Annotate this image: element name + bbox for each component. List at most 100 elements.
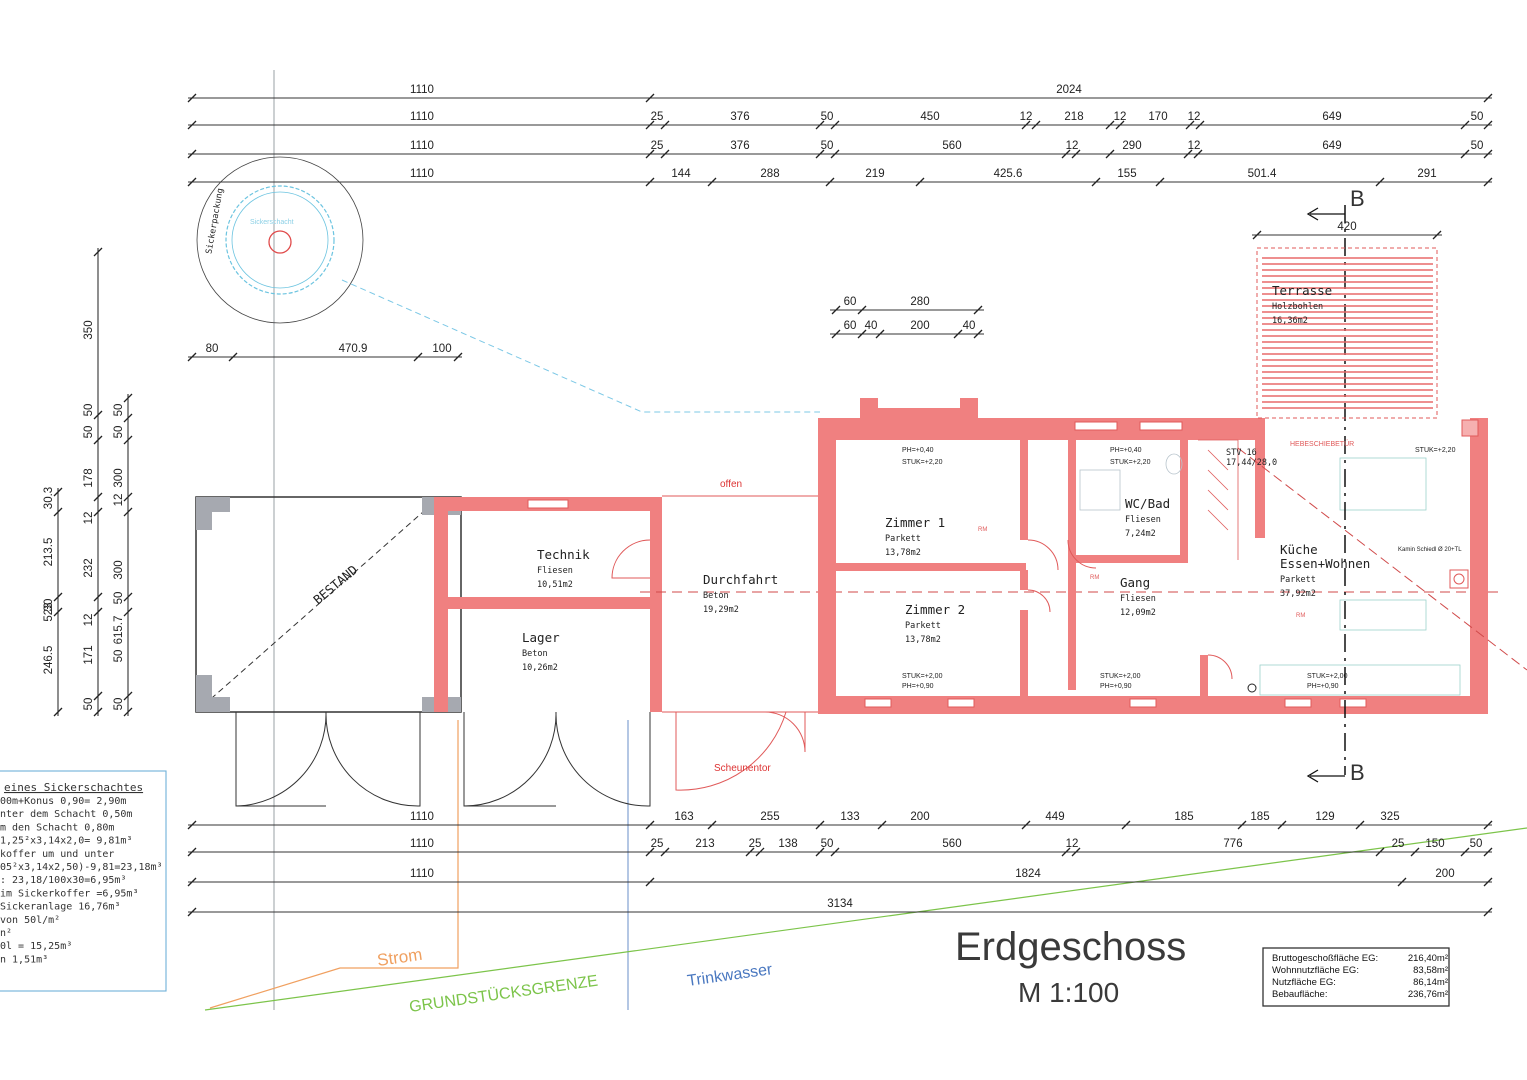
door-swing [1027, 539, 1059, 571]
dimension-tick [1071, 149, 1081, 159]
dimension-tick [857, 305, 867, 315]
room-lager-floor: Beton [522, 649, 548, 659]
summary-value: 236,76m² [1408, 989, 1448, 1000]
window [527, 499, 569, 509]
ph-label: PH=+0,90 [902, 683, 934, 690]
dimension-label: 200 [1435, 868, 1454, 880]
room-lager-name: Lager [522, 630, 560, 645]
dimension-label: 1110 [410, 838, 434, 850]
seepage-calc-line: Sickeranlage 16,76m³ [0, 902, 120, 913]
dimension-label: 155 [1117, 168, 1136, 180]
seepage-outer-circle [196, 156, 364, 324]
summary-label: Bebaufläche: [1272, 989, 1327, 1000]
dimension-label: 150 [1425, 838, 1444, 850]
dimension-tick [1277, 820, 1287, 830]
dimension-tick [1071, 847, 1081, 857]
room-zimmer2-floor: Parkett [905, 621, 941, 631]
dimension-label: 50 [821, 111, 834, 123]
dimension-tick [1483, 177, 1493, 187]
dimension-tick [187, 120, 197, 130]
wall [1200, 655, 1208, 696]
area-summary: Bruttogeschoßfläche EG:216,40m²Wohnnutzf… [1272, 953, 1448, 1000]
dimension-label: 12 [83, 512, 95, 525]
dimension-tick [1195, 120, 1205, 130]
dimension-tick [53, 607, 63, 617]
dimension-label: 1110 [410, 84, 434, 96]
dimension-tick [645, 820, 655, 830]
room-wcbad-floor: Fliesen [1125, 515, 1161, 525]
scheunentor-label: Scheunentor [714, 763, 771, 774]
dimension-tick [93, 691, 103, 701]
dimension-label: 60 [844, 320, 857, 332]
dimension-label: 60 [844, 296, 857, 308]
dimension-tick [645, 847, 655, 857]
dimension-tick [93, 435, 103, 445]
dimension-label: 376 [730, 140, 749, 152]
seepage-calc-title: eines Sickerschachtes [4, 781, 143, 794]
room-gang-floor: Fliesen [1120, 594, 1156, 604]
dimension-label: 185 [1174, 811, 1193, 823]
dimension-label: 50 [1470, 838, 1483, 850]
dimension-label: 50 [113, 650, 125, 663]
seepage-inner-circle [231, 191, 329, 289]
dimension-label: 170 [1148, 111, 1167, 123]
window [1139, 421, 1183, 431]
dimension-label: 133 [840, 811, 859, 823]
strom-label: Strom [376, 945, 424, 970]
wall [1020, 610, 1028, 696]
dimension-label: 50 [821, 838, 834, 850]
dimension-tick [1021, 820, 1031, 830]
dimension-tick [1193, 149, 1203, 159]
bestand-corner [196, 675, 230, 712]
property-boundary-line [204, 827, 1527, 1011]
seepage-calc-line: von 50l/m² [0, 915, 60, 926]
summary-value: 86,14m² [1413, 977, 1448, 988]
stairs [1198, 439, 1239, 560]
room-zimmer1-area: 13,78m2 [885, 548, 921, 558]
shaft-circle [268, 230, 292, 254]
dimension-tick [875, 329, 885, 339]
seepage-calc-line: m den Schacht 0,80m [0, 822, 114, 833]
dimension-label: 560 [942, 140, 961, 152]
window [1129, 698, 1157, 708]
toilet [1165, 453, 1183, 475]
dimension-tick [123, 607, 133, 617]
dimension-label: 300 [113, 468, 125, 487]
dimension-tick [1155, 177, 1165, 187]
dimension-label: 425.6 [994, 168, 1023, 180]
drain-pipe-line [341, 279, 820, 413]
dimension-tick [1375, 177, 1385, 187]
dimension-label: 171 [83, 645, 95, 664]
summary-label: Nutzfläche EG: [1272, 977, 1336, 988]
dimension-tick [645, 149, 655, 159]
drawing-title: Erdgeschoss [955, 925, 1186, 969]
sickerpackung-label: Sickerpackung [204, 188, 225, 255]
seepage-calc-box [0, 770, 167, 992]
wall [650, 497, 662, 712]
seepage-calc-line: nter dem Schacht 0,50m [0, 809, 132, 820]
dimension-label: 50 [1471, 111, 1484, 123]
room-wcbad-name: WC/Bad [1125, 496, 1170, 511]
room-terrasse-floor: Holzbohlen [1272, 302, 1323, 312]
dimension-tick [1115, 120, 1125, 130]
dimension-tick [707, 177, 717, 187]
dimension-label: 776 [1223, 838, 1242, 850]
section-b-arrow [1306, 769, 1319, 783]
dimension-label: 30.3 [43, 487, 55, 509]
dimension-label: 649 [1322, 140, 1341, 152]
seepage-calc-line: n² [0, 928, 12, 939]
dimension-tick [1397, 877, 1407, 887]
dimension-label: 1110 [410, 811, 434, 823]
wall [434, 497, 448, 712]
room-technik-floor: Fliesen [537, 566, 573, 576]
dimension-tick [1460, 847, 1470, 857]
dimension-label: 376 [730, 111, 749, 123]
room-zimmer2-area: 13,78m2 [905, 635, 941, 645]
dimension-tick [1021, 120, 1031, 130]
dimension-tick [973, 305, 983, 315]
room-technik-name: Technik [537, 547, 590, 562]
dimension-tick [1355, 820, 1365, 830]
room-kueche-name: Küche [1280, 542, 1318, 557]
dimension-label: 50 [821, 140, 834, 152]
